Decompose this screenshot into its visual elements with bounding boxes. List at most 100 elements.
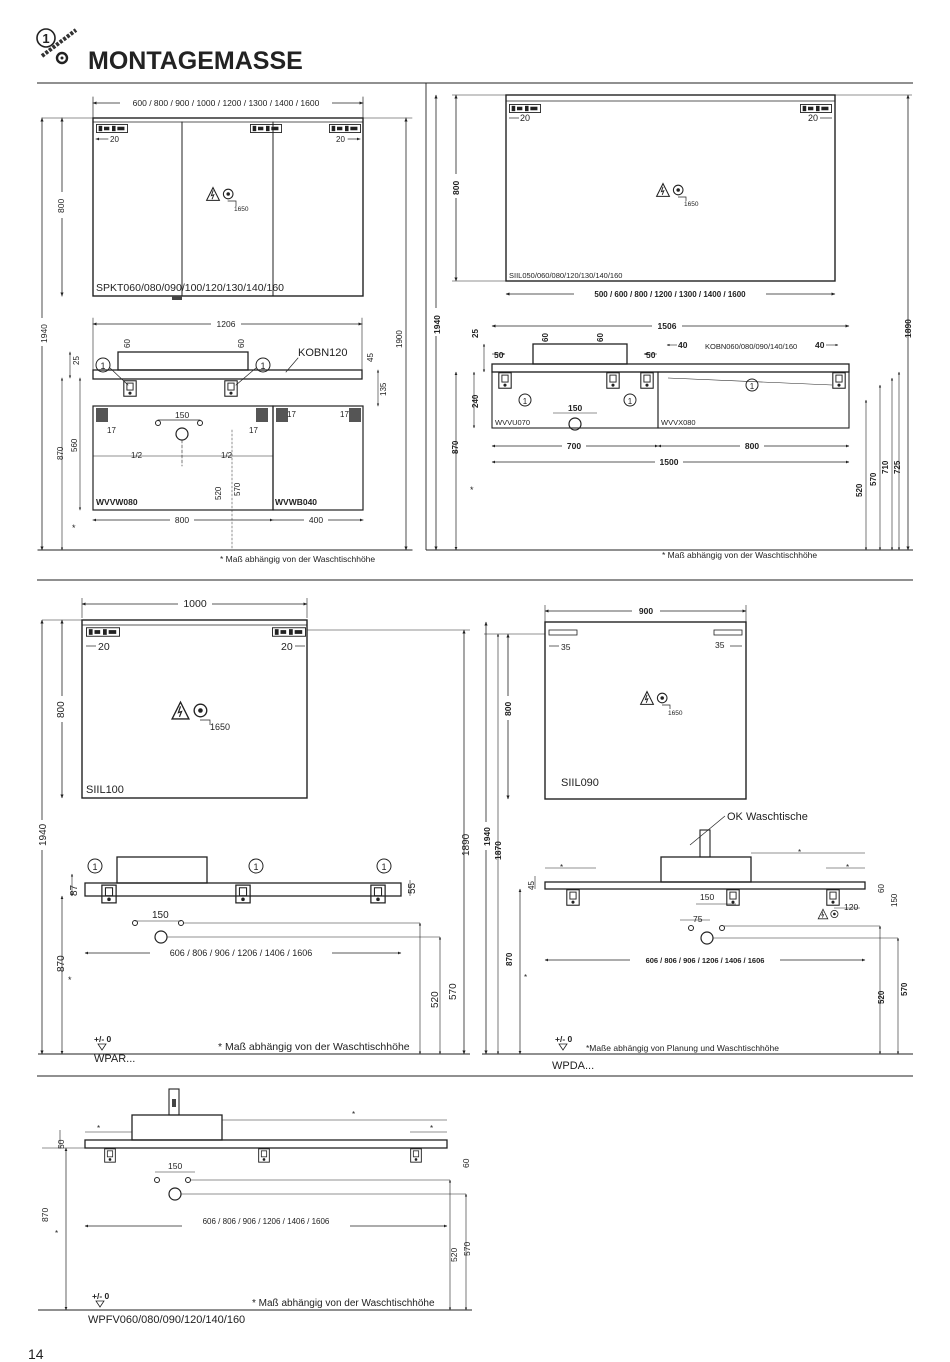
dim-p2-1890: 1890 [903, 319, 913, 338]
dim-p3-width: 1000 [183, 598, 207, 610]
model-wpfv: WPFV060/080/090/120/140/160 [88, 1314, 245, 1326]
dim-p2-800: 800 [745, 441, 759, 451]
dim-p2-hook-right: 20 [808, 113, 818, 123]
hook-icon [509, 104, 541, 113]
dim-p1-560: 560 [70, 438, 79, 452]
floor-zero-p3: +/- 0 [94, 1034, 112, 1044]
washbasin-top-p2 [532, 343, 628, 365]
note-p5: * Maß abhängig von der Waschtischhöhe [252, 1298, 435, 1309]
dim-p1-hook-right: 20 [336, 135, 345, 144]
dim-p2-60a: 60 [541, 333, 550, 342]
dim-p2-520: 520 [855, 483, 864, 497]
dim-p4-1870: 1870 [493, 841, 503, 860]
dim-p1-25: 25 [72, 356, 81, 365]
bracket-icon [258, 1148, 270, 1163]
model-siil100: SIIL100 [86, 784, 124, 796]
hook-icon [272, 627, 306, 637]
dim-p4-45: 45 [527, 881, 536, 890]
dim-p2-outlet-height: 1650 [684, 201, 699, 208]
bracket-icon [410, 1148, 422, 1163]
bracket-icon [224, 380, 238, 397]
dim-p1-570: 570 [233, 482, 242, 496]
dim-p4-75: 75 [693, 914, 703, 924]
drain-icon [168, 1187, 182, 1201]
washbasin-top [117, 351, 249, 371]
bracket-icon [640, 372, 654, 389]
svg-text:1: 1 [260, 361, 265, 371]
page-title: MONTAGEMASSE [88, 47, 303, 75]
dim-p1-rail-width: 1206 [217, 319, 236, 329]
panel-wpfv: * * * 50 60 150 606 / 806 / 906 / 1206 /… [38, 1088, 472, 1326]
dim-p4-total: 1940 [482, 827, 492, 846]
model-siil-p2: SIIL050/060/080/120/130/140/160 [509, 271, 622, 280]
dim-p5-520: 520 [449, 1248, 459, 1262]
floor-level-icon [97, 1043, 107, 1051]
dim-p3-star: * [68, 975, 72, 985]
dim-p2-870: 870 [451, 440, 460, 454]
electrical-warning-icon [206, 187, 234, 201]
dim-p1-520: 520 [214, 486, 223, 500]
dim-p2-60b: 60 [596, 333, 605, 342]
dim-p2-hook-left: 20 [520, 113, 530, 123]
vanity-unit-wvvw080 [92, 405, 274, 511]
dim-p3-hook-left: 20 [98, 641, 110, 653]
dim-p3-87: 87 [69, 884, 80, 896]
svg-text:1: 1 [100, 361, 105, 371]
svg-text:1: 1 [381, 862, 386, 872]
dim-p1-800: 800 [175, 515, 189, 525]
panel-spkt-mirror-cabinet: 600 / 800 / 900 / 1000 / 1200 / 1300 / 1… [36, 96, 413, 564]
dim-p4-570: 570 [900, 982, 909, 996]
dim-p3-hook-right: 20 [281, 641, 293, 653]
dim-p4-width: 900 [639, 606, 653, 616]
dim-p4-hook-right: 35 [715, 640, 725, 650]
panel-siil090-wpda: 900 35 35 1650 SIIL090 800 1940 1870 OK … [479, 605, 913, 1072]
dim-p5-570: 570 [462, 1242, 472, 1256]
dim-p5-star-b: * [97, 1124, 100, 1133]
dim-p1-height: 800 [56, 199, 66, 213]
washbasin-top-p3 [116, 856, 208, 884]
dim-p3-outlet-height: 1650 [210, 722, 230, 732]
washbasin-top-p5 [131, 1114, 223, 1141]
dim-p1-870: 870 [56, 446, 65, 460]
model-siil090: SIIL090 [561, 777, 599, 789]
note-p3: * Maß abhängig von der Waschtischhöhe [218, 1041, 410, 1053]
label-kobn-p2: KOBN060/080/090/140/160 [705, 342, 797, 351]
dim-p4-870: 870 [505, 952, 514, 966]
dim-p1-400: 400 [309, 515, 323, 525]
dim-p1-outlet-height: 1650 [234, 206, 249, 213]
dim-p2-150: 150 [568, 403, 582, 413]
dim-p1-150: 150 [175, 410, 189, 420]
dim-p1-width: 600 / 800 / 900 / 1000 / 1200 / 1300 / 1… [133, 98, 320, 108]
hook-icon [86, 627, 120, 637]
dim-p4-height: 800 [503, 702, 513, 716]
drain-icon [154, 930, 168, 944]
dim-p4-star-c: * [846, 863, 849, 872]
dim-p5-rail: 606 / 806 / 906 / 1206 / 1406 / 1606 [203, 1217, 330, 1226]
dim-p2-star: * [470, 485, 474, 495]
washbasin-top-p4 [660, 856, 752, 883]
dim-p5-150: 150 [168, 1161, 182, 1171]
vanity-unit-wvwb040 [272, 405, 364, 511]
floor-zero-p5: +/- 0 [92, 1291, 110, 1301]
series-wpar: WPAR... [94, 1053, 135, 1065]
dim-p2-40a: 40 [678, 340, 688, 350]
drain-icon [175, 427, 189, 441]
dim-p2-40b: 40 [815, 340, 825, 350]
mirror-body-p4 [544, 621, 747, 800]
bracket-icon [498, 372, 512, 389]
series-wpda: WPDA... [552, 1060, 594, 1072]
drain-icon [700, 931, 714, 945]
dim-p4-star-a: * [560, 863, 563, 872]
dim-p2-700: 700 [567, 441, 581, 451]
svg-text:1: 1 [750, 382, 755, 391]
console-rail-p2 [491, 363, 850, 373]
console-rail-p5 [84, 1139, 448, 1149]
dim-p1-total: 1940 [39, 324, 49, 343]
dim-p4-520: 520 [877, 990, 886, 1004]
note-p4: *Maße abhängig von Planung und Waschtisc… [586, 1043, 779, 1053]
note-p1: * Maß abhängig von der Waschtischhöhe [220, 554, 375, 564]
dim-p2-710: 710 [881, 460, 890, 474]
bracket-icon [104, 1148, 116, 1163]
electrical-warning-icon [640, 691, 668, 705]
